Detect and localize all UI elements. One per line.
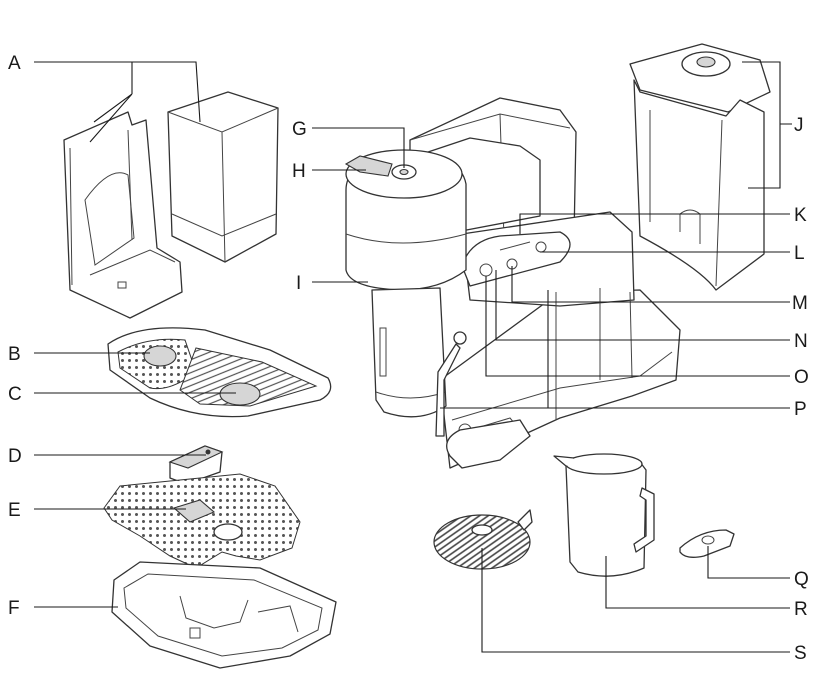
- label-d: D: [8, 446, 22, 467]
- label-b: B: [8, 344, 21, 365]
- part-e-drip-plate: [103, 473, 301, 569]
- part-s-frothing-disc: [433, 509, 533, 570]
- label-k: K: [794, 205, 807, 226]
- part-b-c-drip-cover: [107, 327, 332, 418]
- part-d-insert: [168, 445, 224, 485]
- label-l: L: [794, 243, 805, 264]
- label-i: I: [296, 273, 301, 294]
- callout-labels: A B C D E F G H I J K L M N O P Q R S: [8, 53, 809, 664]
- part-j-k-water-tank: [629, 43, 771, 291]
- label-p: P: [794, 399, 807, 420]
- part-q-tool: [679, 529, 735, 558]
- leader-lines: [34, 61, 792, 653]
- part-f-base: [111, 561, 337, 669]
- label-r: R: [794, 599, 808, 620]
- part-a-hopper: [167, 91, 279, 263]
- label-m: M: [792, 293, 808, 314]
- label-s: S: [794, 643, 807, 664]
- label-c: C: [8, 384, 22, 405]
- label-f: F: [8, 598, 20, 619]
- machine-body: [344, 97, 681, 469]
- label-n: N: [794, 331, 808, 352]
- label-h: H: [292, 161, 306, 182]
- label-a: A: [8, 53, 21, 74]
- label-g: G: [292, 119, 307, 140]
- part-a-bracket: [63, 111, 183, 319]
- label-j: J: [794, 115, 804, 136]
- label-o: O: [794, 367, 809, 388]
- label-e: E: [8, 500, 21, 521]
- part-r-milk-jug: [553, 453, 655, 577]
- label-q: Q: [794, 569, 809, 590]
